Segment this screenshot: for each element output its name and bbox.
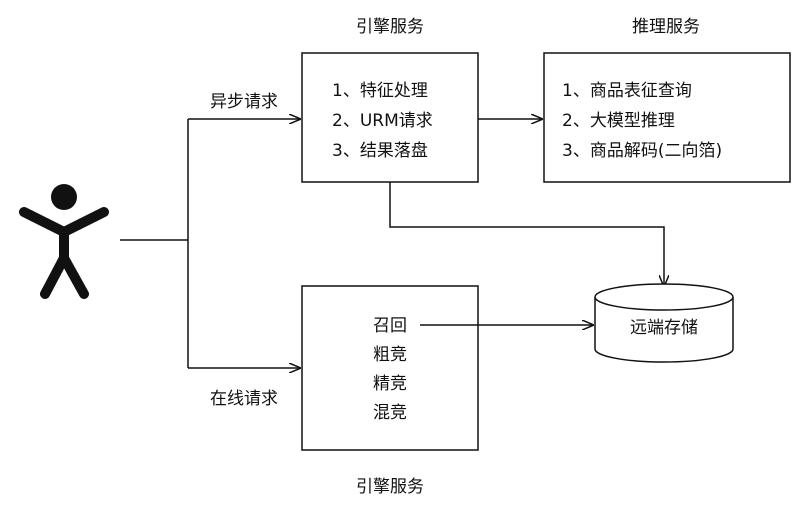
- engine-service-bottom-line-4: 混竞: [373, 403, 407, 423]
- inference-service-line-3: 3、商品解码(二向箔): [562, 141, 722, 161]
- engine-service-top-node: 引擎服务 1、特征处理 2、URM请求 3、结果落盘: [301, 17, 479, 183]
- engine-service-top-title: 引擎服务: [356, 17, 424, 37]
- engine-service-top-line-2: 2、URM请求: [332, 111, 433, 131]
- engine-service-bottom-box: [301, 285, 479, 451]
- storage-cylinder-top: [594, 283, 734, 311]
- engine-service-bottom-line-1: 召回: [373, 316, 407, 336]
- engine-service-bottom-line-2: 粗竞: [373, 345, 407, 365]
- async-request-label: 异步请求: [210, 92, 278, 112]
- engine-service-top-line-3: 3、结果落盘: [332, 141, 428, 161]
- user-icon: [19, 184, 109, 299]
- engine-service-bottom-title: 引擎服务: [356, 477, 424, 497]
- inference-service-line-1: 1、商品表征查询: [562, 81, 692, 101]
- engine-service-top-line-1: 1、特征处理: [332, 81, 428, 101]
- inference-service-box: [543, 52, 791, 183]
- remote-storage-node: 远端存储: [594, 283, 734, 363]
- inference-service-node: 推理服务 1、商品表征查询 2、大模型推理 3、商品解码(二向箔): [543, 17, 791, 183]
- storage-cylinder-icon: [594, 297, 734, 363]
- engine-service-bottom-line-3: 精竞: [373, 374, 407, 394]
- inference-service-line-2: 2、大模型推理: [562, 111, 675, 131]
- online-request-label: 在线请求: [210, 389, 278, 409]
- inference-service-title: 推理服务: [632, 17, 700, 37]
- engine-to-storage-arrow: [389, 182, 664, 286]
- remote-storage-label: 远端存储: [630, 318, 698, 338]
- engine-service-bottom-node: 召回 粗竞 精竞 混竞 引擎服务: [301, 285, 479, 497]
